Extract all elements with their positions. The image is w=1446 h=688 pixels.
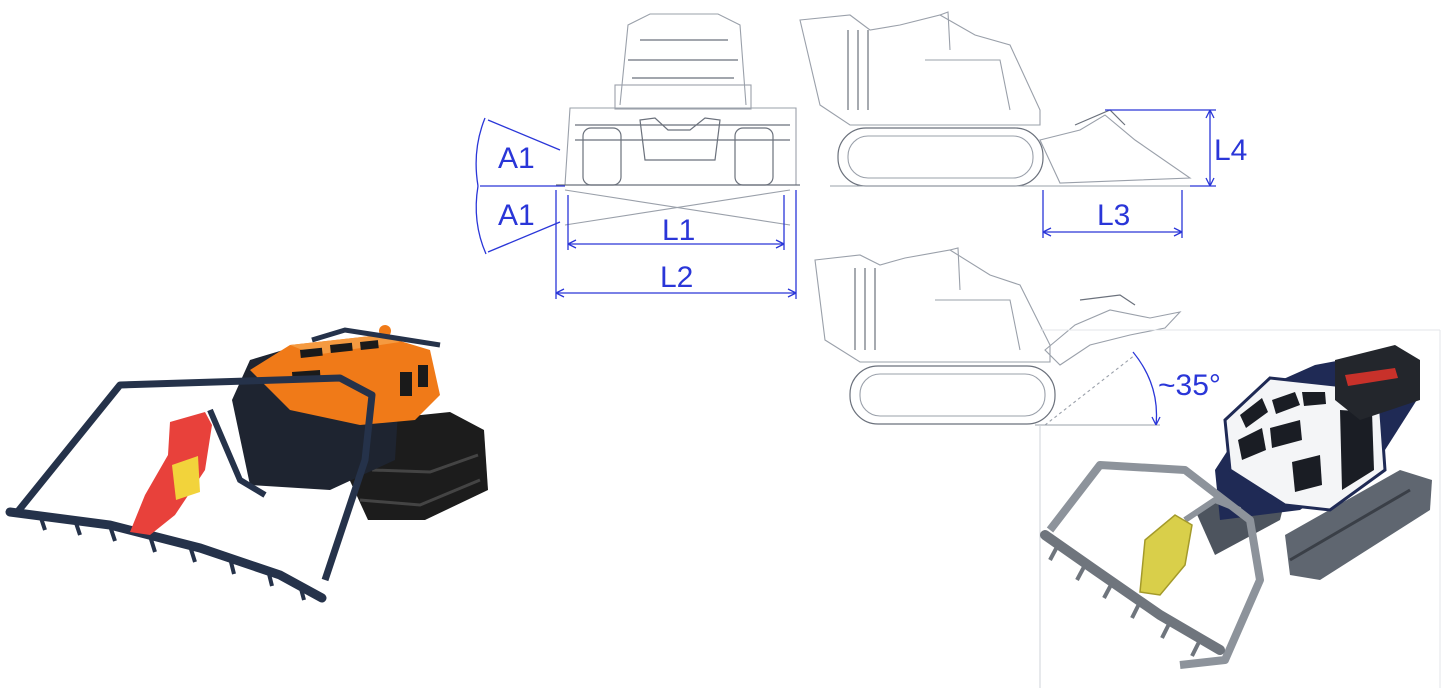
label-l1: L1	[662, 214, 695, 247]
side-view-drawing-lower	[814, 247, 1182, 426]
label-angle: ~35°	[1158, 369, 1221, 402]
front-view-drawing	[556, 13, 800, 226]
orange-mower-photo	[5, 325, 488, 603]
front-dimensions	[475, 117, 797, 299]
side-dimensions-upper	[1042, 109, 1216, 238]
angle-dimension	[1132, 351, 1161, 426]
label-l3: L3	[1097, 199, 1130, 232]
label-l2: L2	[660, 261, 693, 294]
machine-3d-render	[1039, 329, 1441, 688]
label-a1-upper: A1	[498, 142, 535, 175]
side-view-drawing-upper	[799, 11, 1192, 187]
label-l4: L4	[1214, 134, 1247, 167]
label-a1-lower: A1	[498, 199, 535, 232]
